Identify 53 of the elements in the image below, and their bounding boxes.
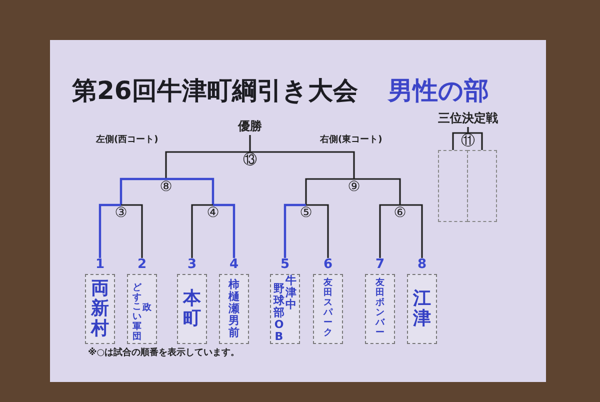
empty-slot-box: [438, 150, 468, 222]
match-number: ⑤: [297, 205, 315, 221]
bracket-line: [165, 151, 250, 179]
bracket-line: [191, 204, 213, 258]
footnote: ※○は試合の順番を表示しています。: [88, 346, 240, 359]
bracket-line: [213, 204, 236, 258]
team-name: 政: [142, 304, 152, 314]
empty-slot-box: [467, 150, 497, 222]
team-number: 1: [95, 258, 105, 274]
bracket-line: [467, 127, 469, 133]
team-number: 8: [417, 258, 427, 274]
bracket-line: [120, 178, 166, 205]
poster-title: 第26回牛津町綱引き大会: [72, 75, 358, 107]
team-number: 5: [280, 258, 290, 274]
bracket-line: [379, 204, 400, 258]
match-number: ⑬: [241, 152, 259, 168]
court-label: 左側(西コート): [96, 134, 158, 146]
bracket-line: [249, 135, 251, 152]
bracket-line: [250, 151, 355, 179]
team-number: 4: [229, 258, 239, 274]
bracket-line: [400, 204, 423, 258]
team-name: 両新村: [91, 279, 109, 339]
bracket-heading: 優勝: [238, 118, 262, 135]
team-name: 友田ボンバー: [376, 279, 384, 339]
match-number: ⑥: [391, 205, 409, 221]
team-name: 柿樋瀬男前: [228, 278, 240, 340]
court-label: 右側(東コート): [320, 133, 382, 146]
bracket-line: [121, 204, 143, 258]
bracket-line: [468, 132, 483, 150]
bracket-heading: 三位決定戦: [438, 110, 498, 127]
team-number: 6: [323, 258, 333, 274]
team-name: 野球部OB: [274, 282, 284, 343]
bracket-line: [305, 178, 354, 205]
team-name: 江津: [413, 289, 431, 329]
bracket-line: [306, 204, 329, 258]
match-number: ⑧: [157, 179, 175, 195]
team-number: 2: [137, 258, 147, 274]
team-name: 本町: [183, 289, 201, 329]
bracket-line: [284, 204, 306, 258]
match-number: ④: [204, 205, 222, 221]
team-number: 7: [375, 258, 385, 274]
team-number: 3: [187, 258, 197, 274]
team-name: 牛津中: [286, 275, 296, 312]
match-number: ③: [112, 205, 130, 221]
bracket-line: [354, 178, 401, 205]
team-name: 友田スパーク: [324, 279, 332, 339]
bracket-line: [452, 132, 468, 150]
match-number: ⑨: [345, 179, 363, 195]
team-name: どすこい軍団: [132, 284, 142, 343]
bracket-line: [98, 204, 121, 258]
category-heading: 男性の部: [388, 75, 489, 107]
bracket-line: [166, 178, 214, 205]
match-number: ⑪: [459, 133, 477, 149]
